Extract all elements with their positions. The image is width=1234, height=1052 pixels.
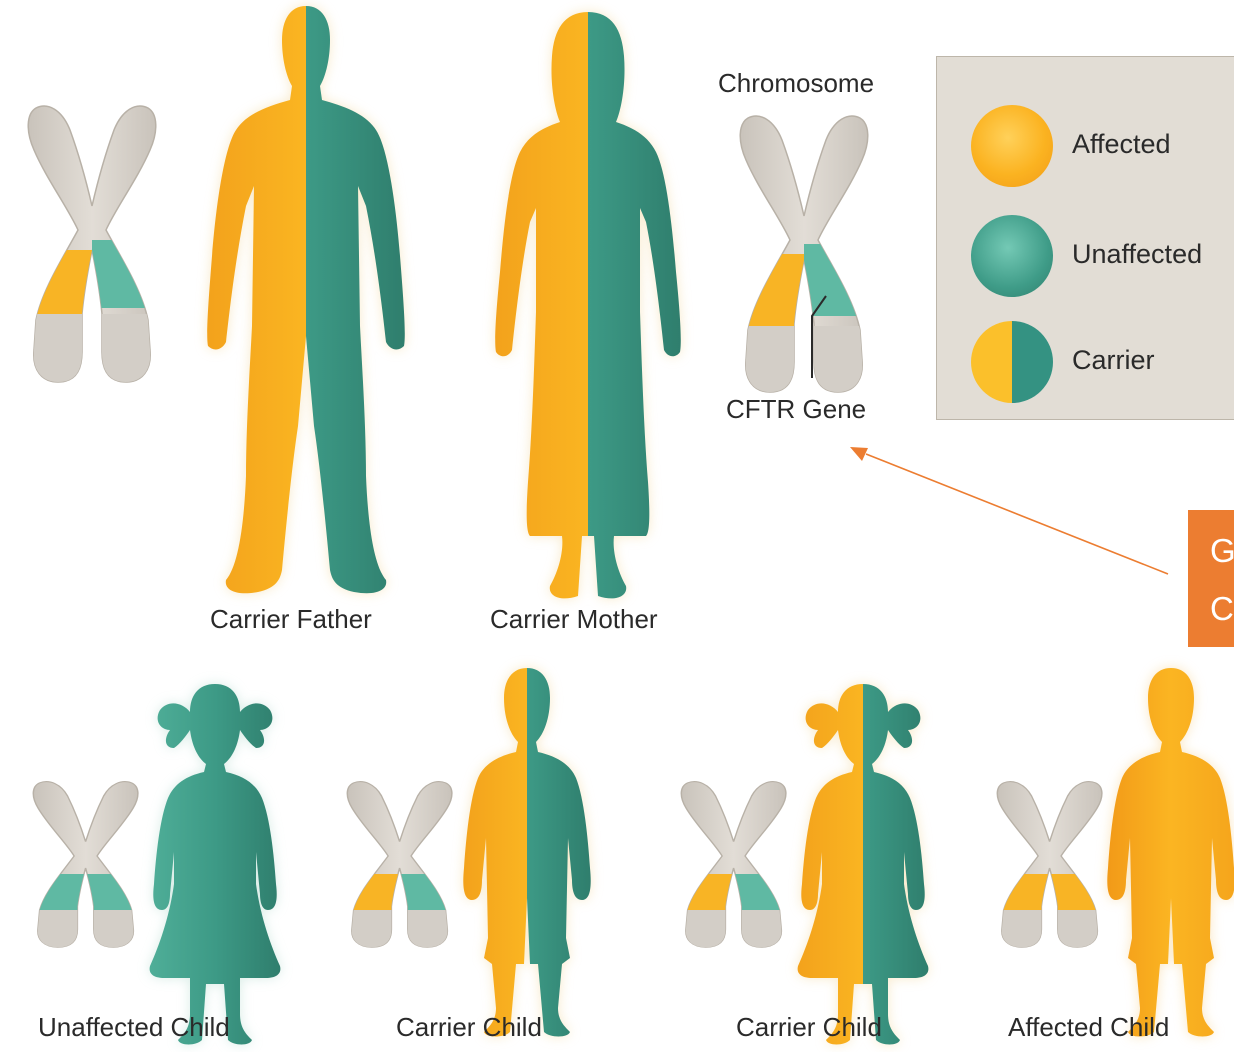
carrier-child-label-2: Carrier Child: [736, 1012, 882, 1043]
carrier-child-label-1: Carrier Child: [396, 1012, 542, 1043]
carrier-father-figure: [207, 6, 405, 593]
affected-child-figure: [1107, 668, 1234, 1037]
carrier-father-label: Carrier Father: [210, 604, 372, 635]
child2-chromosome: [334, 782, 465, 952]
unaffected-swatch-icon: [971, 215, 1053, 297]
legend-unaffected-label: Unaffected: [1072, 239, 1202, 270]
reference-chromosome: [724, 116, 884, 396]
father-chromosome: [12, 106, 172, 384]
affected-swatch-icon: [971, 105, 1053, 187]
legend-item-unaffected: Unaffected: [971, 215, 1234, 299]
carrier-mother-label: Carrier Mother: [490, 604, 658, 635]
callout-box: G C: [1188, 510, 1234, 647]
carrier-child-boy-figure: [463, 668, 590, 1037]
carrier-mother-figure: [495, 12, 681, 598]
unaffected-child-figure: [150, 684, 281, 1045]
cftr-gene-label: CFTR Gene: [726, 394, 866, 425]
legend-affected-label: Affected: [1072, 129, 1171, 160]
unaffected-child-label: Unaffected Child: [38, 1012, 230, 1043]
carrier-child-girl-figure: [798, 684, 929, 1045]
chromosome-label: Chromosome: [718, 68, 874, 99]
legend-item-carrier: Carrier: [971, 321, 1234, 405]
carrier-swatch-icon: [971, 321, 1053, 403]
legend-item-affected: Affected: [971, 105, 1234, 189]
callout-line-2: C: [1210, 590, 1234, 628]
legend-carrier-label: Carrier: [1072, 345, 1155, 376]
child4-chromosome: [984, 782, 1115, 952]
legend-box: Affected Unaffected Carrier: [936, 56, 1234, 420]
child1-chromosome: [20, 782, 151, 952]
affected-child-label: Affected Child: [1008, 1012, 1169, 1043]
callout-arrow: [850, 447, 1168, 574]
callout-line-1: G: [1210, 532, 1234, 570]
child3-chromosome: [668, 782, 799, 952]
